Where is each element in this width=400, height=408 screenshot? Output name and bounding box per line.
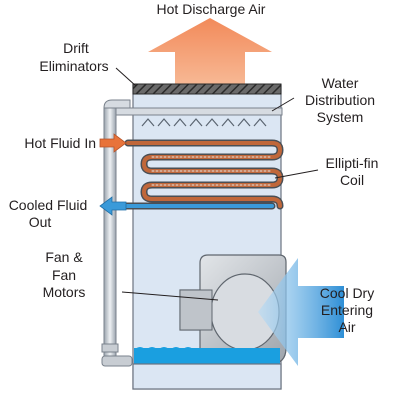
label-cooled-fluid-line2: Out [29,214,52,230]
drift-eliminators-bar [132,83,282,95]
label-water-distribution-line2: Distribution [305,92,375,108]
label-cool-dry-air-line3: Air [338,319,355,335]
label-fan-motors-line3: Motors [43,284,86,300]
label-drift-eliminators-line2: Eliminators [39,58,108,74]
label-drift-eliminators-line1: Drift [63,40,89,56]
cool-air-arrow [258,258,344,366]
hot-discharge-air-arrow [148,18,272,84]
fan-housing [179,254,287,365]
elliptifin-coil [122,139,284,210]
spray-pump-pipe [101,99,133,367]
label-water-distribution-line1: Water [322,75,359,91]
label-cool-dry-air-line1: Cool Dry [320,285,374,301]
label-cool-dry-air-line2: Entering [321,302,373,318]
label-hot-discharge-air: Hot Discharge Air [157,1,266,17]
label-fan-motors-line2: Fan [52,267,76,283]
label-water-distribution-line3: System [317,109,364,125]
cooled-fluid-out-arrow [99,196,127,216]
hot-fluid-in-arrow [99,133,127,153]
label-elliptifin-line2: Coil [340,172,364,188]
spray-nozzles [141,118,267,127]
leader-lines [115,67,319,301]
label-hot-fluid-in: Hot Fluid In [24,135,96,151]
basin-water-waves [134,347,194,352]
label-elliptifin-line1: Ellipti-fin [326,155,379,171]
label-cooled-fluid-line1: Cooled Fluid [9,197,88,213]
water-distribution-pipe [107,107,283,116]
label-fan-motors-line1: Fan & [45,249,83,265]
basin-floor [132,363,282,390]
